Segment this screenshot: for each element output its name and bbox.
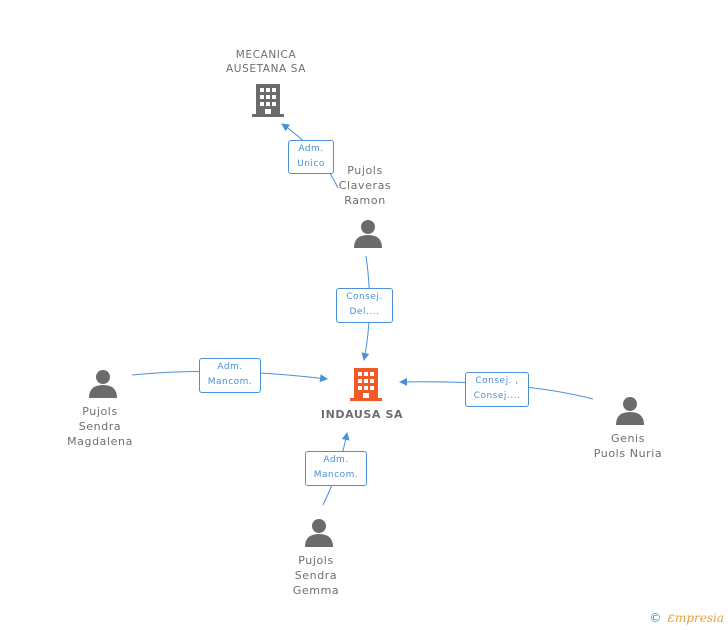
person-icon xyxy=(616,397,644,425)
relation-label[interactable]: Adm. Unico xyxy=(288,140,334,174)
brand-name: mpresia xyxy=(674,611,724,625)
node-label-mecanica[interactable]: MECANICA AUSETANA SA xyxy=(226,49,306,75)
brand-initial: ε xyxy=(667,610,675,626)
copyright-symbol: © xyxy=(649,611,662,625)
brand-logo[interactable]: © εmpresia xyxy=(649,610,724,626)
node-label-indausa[interactable]: INDAUSA SA xyxy=(320,408,404,421)
node-label-nuria[interactable]: Genis Puols Nuria xyxy=(593,432,663,460)
building-icon xyxy=(252,84,284,117)
relation-label[interactable]: Consej. , Consej.... xyxy=(465,372,529,407)
person-icon xyxy=(354,220,382,248)
building-icon xyxy=(350,368,382,401)
node-label-magdalena[interactable]: Pujols Sendra Magdalena xyxy=(67,405,133,448)
person-icon xyxy=(89,370,117,398)
node-label-gemma[interactable]: Pujols Sendra Gemma xyxy=(292,554,340,597)
relation-label[interactable]: Adm. Mancom. xyxy=(199,358,261,393)
node-label-ramon[interactable]: Pujols Claveras Ramon xyxy=(338,164,392,207)
relation-label[interactable]: Adm. Mancom. xyxy=(305,451,367,486)
person-icon xyxy=(305,519,333,547)
relation-label[interactable]: Consej. Del.... xyxy=(336,288,393,323)
